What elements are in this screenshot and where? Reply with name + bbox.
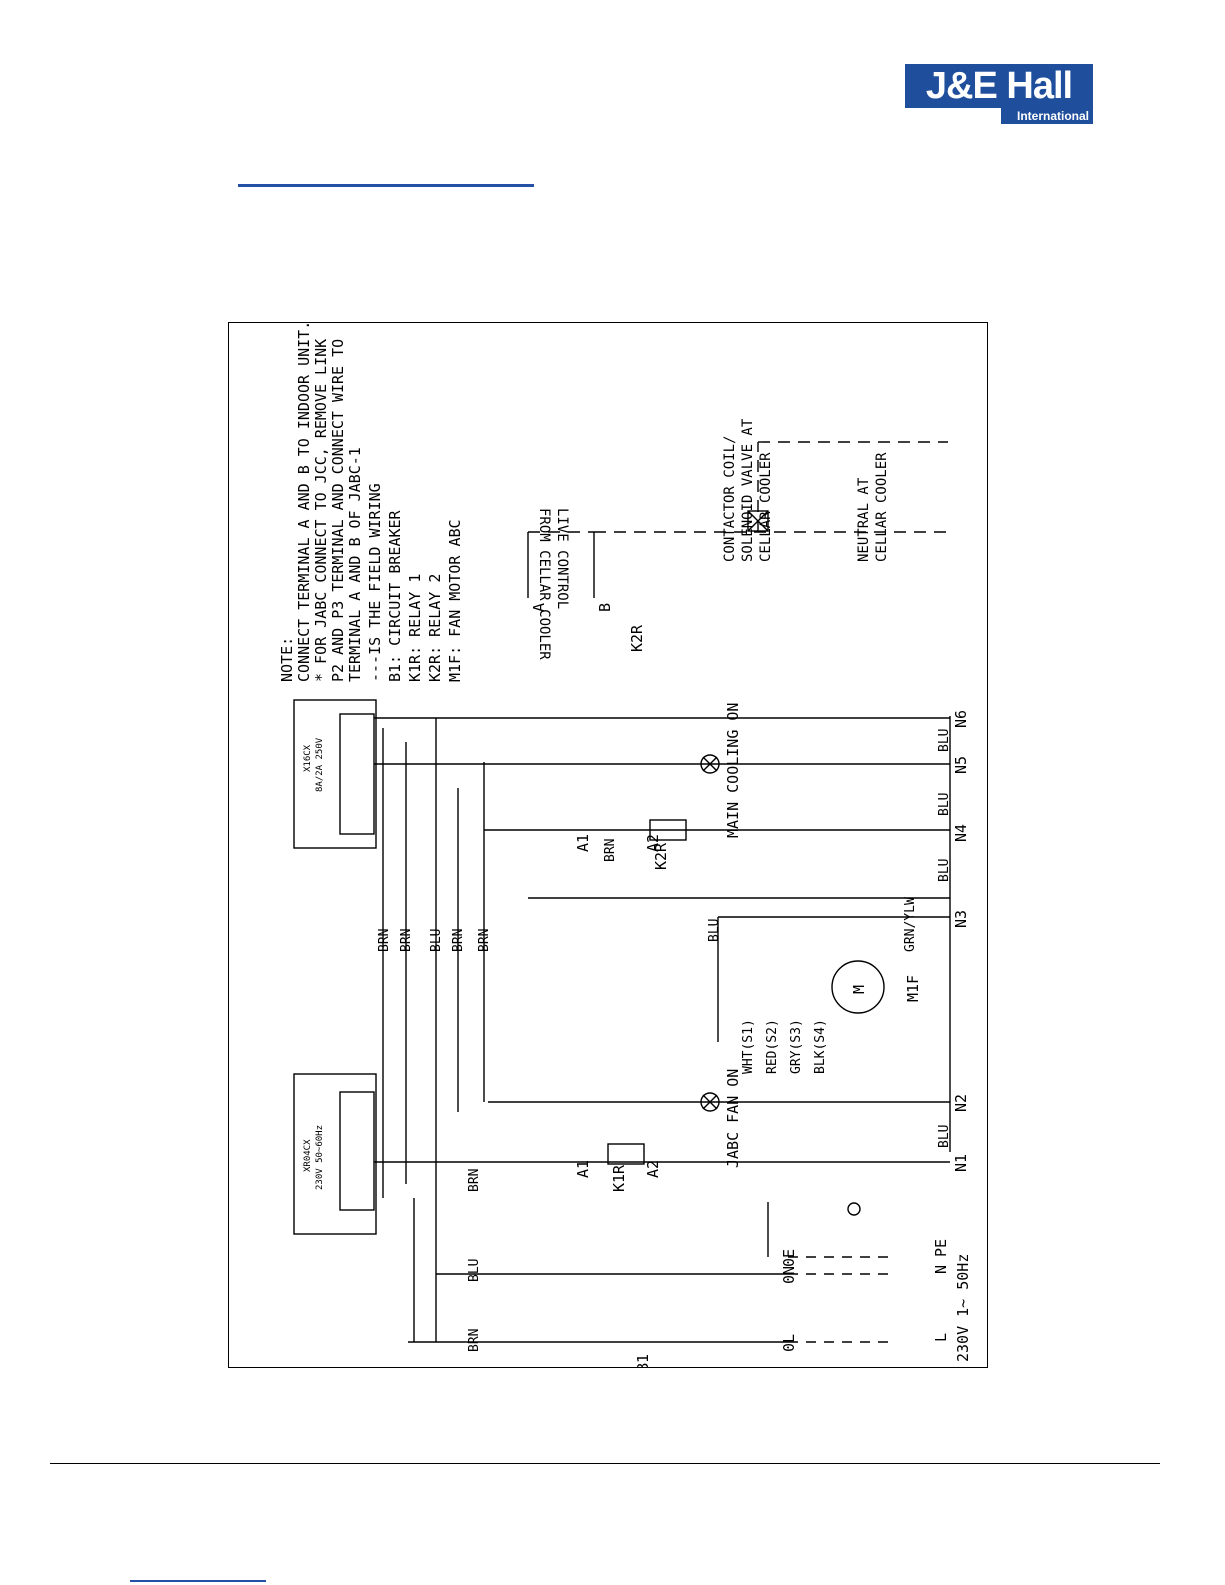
footer-link-underline[interactable]: [130, 1580, 266, 1582]
k1r-a1: A1: [574, 1160, 592, 1178]
note-line: P2 AND P3 TERMINAL AND CONNECT WIRE TO: [329, 339, 347, 682]
note-line: K2R: RELAY 2: [426, 574, 444, 682]
note-line: K1R: RELAY 1: [406, 574, 424, 682]
motor-id: M1F: [904, 975, 922, 1002]
bottom-module-name: XR04CX: [303, 1139, 313, 1172]
motor-symbol: M: [850, 985, 868, 994]
node-n1: N1: [952, 1154, 970, 1172]
terminal-0e: 0E: [780, 1249, 798, 1267]
wire-label: BLU: [429, 929, 444, 952]
top-module-spec: 8A/2A 250V: [315, 737, 325, 792]
note-line: B1: CIRCUIT BREAKER: [386, 509, 404, 682]
title-link-underline[interactable]: [238, 184, 534, 187]
note-line: CONNECT TERMINAL A AND B TO INDOOR UNIT.: [295, 322, 313, 682]
k2r-contact-label: K2R: [628, 624, 646, 652]
wire-label: BRN: [451, 929, 466, 952]
node-n5: N5: [952, 756, 970, 774]
node-n4: N4: [952, 824, 970, 842]
live-control-label: FROM CELLAR COOLER: [536, 508, 552, 660]
node-n2: N2: [952, 1094, 970, 1112]
terminal-0n: 0N: [780, 1266, 798, 1284]
logo-main-text: J&E Hall: [905, 64, 1093, 108]
notes-block: NOTE: CONNECT TERMINAL A AND B TO INDOOR…: [278, 322, 464, 682]
wire-label: BLU: [937, 859, 952, 882]
terminal-a: A: [530, 603, 548, 612]
motor-earth-label: GRN/YLW: [903, 897, 918, 952]
node-n3: N3: [952, 910, 970, 928]
note-line: NOTE:: [278, 637, 296, 682]
note-line: M1F: FAN MOTOR ABC: [446, 519, 464, 682]
wire-label: BLU: [937, 793, 952, 816]
wiring-diagram: NOTE: CONNECT TERMINAL A AND B TO INDOOR…: [278, 322, 972, 1368]
terminal-n: N: [932, 1265, 950, 1274]
note-line: TERMINAL A AND B OF JABC-1: [346, 447, 364, 682]
node-n6: N6: [952, 710, 970, 728]
wire-label: BRN: [377, 929, 392, 952]
wire-label: BLU: [937, 729, 952, 752]
contactor-label: SOLENOID VALVE AT: [740, 418, 756, 562]
wire-label: BRN: [477, 929, 492, 952]
motor-lead: GRY(S3): [789, 1019, 804, 1074]
wire-label: BLU: [707, 919, 722, 942]
live-control-label: LIVE CONTROL: [554, 508, 570, 609]
note-line: * FOR JABC CONNECT TO JCC, REMOVE LINK: [312, 339, 330, 682]
motor-lead: WHT(S1): [741, 1019, 756, 1074]
company-logo: J&E Hall International: [905, 64, 1093, 126]
k1r-a2: A2: [644, 1160, 662, 1178]
breaker-id: B1: [634, 1354, 652, 1368]
cooling-lamp-label: MAIN COOLING ON: [724, 703, 742, 838]
diagram-frame: [228, 322, 988, 1368]
k2r-a1: A1: [574, 834, 592, 852]
note-line: ---IS THE FIELD WIRING: [366, 483, 384, 682]
terminal-l: L: [932, 1333, 950, 1342]
wire-label: BLU: [467, 1259, 482, 1282]
terminal-0l: 0L: [780, 1334, 798, 1352]
motor-lead: RED(S2): [765, 1019, 780, 1074]
wire-label: BLU: [937, 1125, 952, 1148]
contactor-label: CELLAR COOLER: [758, 452, 774, 562]
wire-label: BRN: [603, 839, 618, 862]
footer-divider: [50, 1463, 1160, 1464]
fan-lamp-label: JABC FAN ON: [724, 1069, 742, 1168]
top-module-name: X16CX: [303, 744, 313, 772]
k1r-label: K1R: [610, 1164, 628, 1192]
motor-lead: BLK(S4): [813, 1019, 828, 1074]
wire-label: BRN: [467, 1329, 482, 1352]
neutral-label: CELLAR COOLER: [874, 452, 890, 562]
k2r-label: K2R: [652, 842, 670, 870]
k2r-a2: A2: [644, 834, 662, 852]
neutral-label: NEUTRAL AT: [856, 477, 872, 562]
supply-label: 230V 1~ 50Hz: [954, 1254, 972, 1362]
contactor-label: CONTACTOR COIL/: [722, 436, 738, 562]
terminal-pe: PE: [932, 1239, 950, 1257]
wire-label: BRN: [399, 929, 414, 952]
bottom-module-spec: 230V 50~60Hz: [315, 1125, 325, 1190]
wire-label: BRN: [467, 1169, 482, 1192]
logo-sub-text: International: [1001, 108, 1093, 124]
terminal-b: B: [596, 603, 614, 612]
